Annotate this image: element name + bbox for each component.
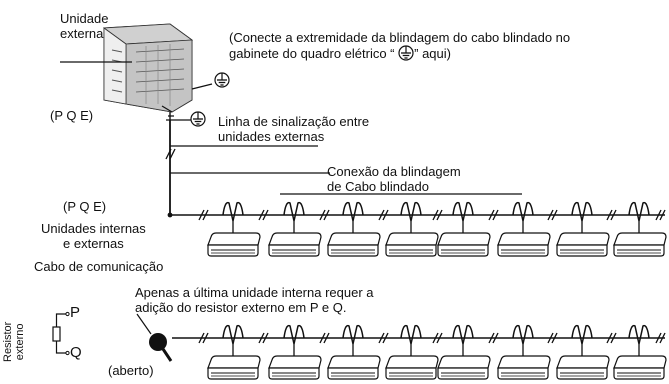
pqe-mid-label: (P Q E) [63, 199, 107, 214]
outdoor-unit-label: Unidade externa [60, 11, 109, 41]
indoor-unit-icon [437, 232, 491, 257]
indoor-unit-icon [207, 355, 261, 380]
units-label: Unidades internas e externas [41, 221, 146, 251]
resistor-label: Resistor externo [2, 321, 26, 362]
outdoor-unit-icon [102, 23, 194, 113]
indoor-unit-icon [556, 355, 610, 380]
ground-symbol-icon [190, 111, 206, 127]
ground-symbol-icon [398, 45, 414, 61]
magnifier-pointer-icon [136, 313, 173, 362]
indoor-unit-icon [556, 232, 610, 257]
pqe-top-label: (P Q E) [50, 108, 94, 123]
resistor-note: Apenas a última unidade interna requer a… [135, 285, 374, 315]
indoor-unit-icon [613, 355, 667, 380]
terminal-p-label: P [70, 304, 81, 321]
shield-note: (Conecte a extremidade da blindagem do c… [229, 30, 571, 61]
comm-cable-label: Cabo de comunicação [34, 259, 164, 274]
indoor-unit-icon [327, 355, 381, 380]
indoor-unit-icon [613, 232, 667, 257]
indoor-unit-icon [268, 232, 322, 257]
indoor-unit-icon [497, 232, 551, 257]
indoor-unit-icon [327, 232, 381, 257]
terminal-q-label: Q [70, 344, 82, 361]
indoor-bus-row-1 [167, 201, 667, 257]
ground-symbol-icon [214, 72, 230, 88]
open-label: (aberto) [108, 363, 154, 378]
indoor-unit-icon [385, 232, 439, 257]
resistor-icon [52, 311, 70, 356]
indoor-unit-icon [437, 355, 491, 380]
indoor-unit-icon [207, 232, 261, 257]
signal-line-label: Linha de sinalização entre unidades exte… [218, 114, 370, 144]
indoor-bus-row-2 [172, 324, 667, 380]
indoor-unit-icon [497, 355, 551, 380]
shield-connection-label: Conexão da blindagem de Cabo blindado [327, 164, 461, 194]
indoor-unit-icon [268, 355, 322, 380]
indoor-unit-icon [385, 355, 439, 380]
